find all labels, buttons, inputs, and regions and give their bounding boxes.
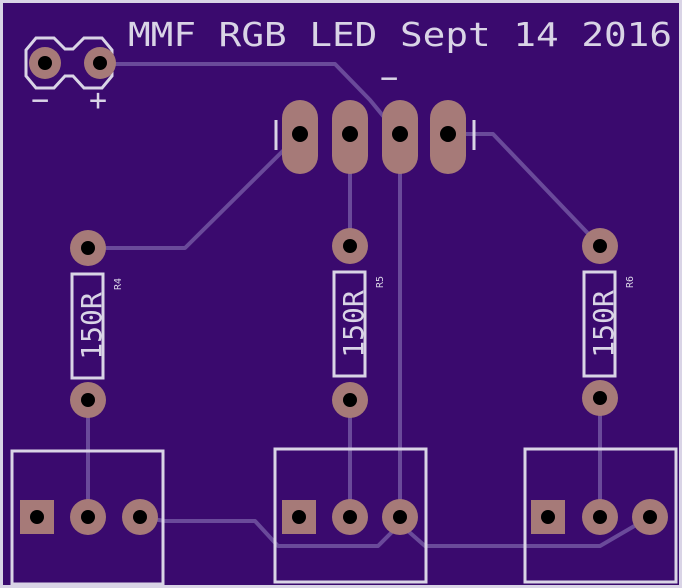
mosfet-1-outline — [10, 449, 165, 586]
r4-hole-top — [81, 241, 95, 255]
r5-hole-bottom — [343, 393, 357, 407]
led-hole-3 — [392, 126, 408, 142]
power-hole-minus — [38, 56, 52, 70]
led-polarity-label: − — [380, 61, 398, 96]
r5-body — [332, 270, 367, 378]
r4-body — [70, 272, 105, 380]
board-title: MMF RGB LED Sept 14 2016 — [128, 15, 672, 54]
r6-hole-bottom — [593, 391, 607, 405]
led-hole-1 — [292, 126, 308, 142]
power-minus-label: − — [31, 83, 49, 118]
mosfet-3 — [523, 447, 678, 584]
power-header: − + — [24, 36, 116, 118]
mosfet-3-hole-2 — [593, 510, 607, 524]
led-hole-4 — [440, 126, 456, 142]
r6-hole-top — [593, 239, 607, 253]
mosfet-2-outline — [273, 447, 428, 584]
mosfet-2 — [273, 447, 428, 584]
power-hole-plus — [93, 56, 107, 70]
mosfet-2-hole-3 — [393, 510, 407, 524]
resistor-r5: 150R R5 — [332, 228, 386, 418]
mosfet-3-outline — [523, 447, 678, 584]
mosfet-1 — [10, 449, 165, 586]
mosfet-2-hole-1 — [292, 510, 306, 524]
r4-value: 150R — [75, 292, 108, 360]
power-header-outline — [24, 36, 114, 90]
mosfet-2-hole-2 — [343, 510, 357, 524]
r5-hole-top — [343, 239, 357, 253]
r5-ref: R5 — [375, 276, 386, 288]
rgb-led: − — [274, 61, 476, 174]
mosfet-1-hole-2 — [81, 510, 95, 524]
mosfet-3-hole-1 — [541, 510, 555, 524]
r6-body — [582, 270, 617, 378]
trace-ground-bus — [138, 515, 402, 548]
mosfet-1-hole-3 — [133, 510, 147, 524]
r6-ref: R6 — [625, 276, 636, 288]
led-hole-2 — [342, 126, 358, 142]
r5-value: 150R — [337, 290, 370, 358]
mosfet-3-hole-3 — [643, 510, 657, 524]
r4-hole-bottom — [81, 393, 95, 407]
r4-ref: R4 — [113, 278, 124, 290]
resistor-r4: 150R R4 — [70, 230, 124, 418]
mosfet-1-hole-1 — [30, 510, 44, 524]
power-plus-label: + — [89, 83, 107, 118]
r6-value: 150R — [587, 290, 620, 358]
resistor-r6: 150R R6 — [582, 228, 636, 416]
trace-ground-bus-right — [398, 515, 652, 548]
trace-r4-to-led — [86, 132, 302, 250]
